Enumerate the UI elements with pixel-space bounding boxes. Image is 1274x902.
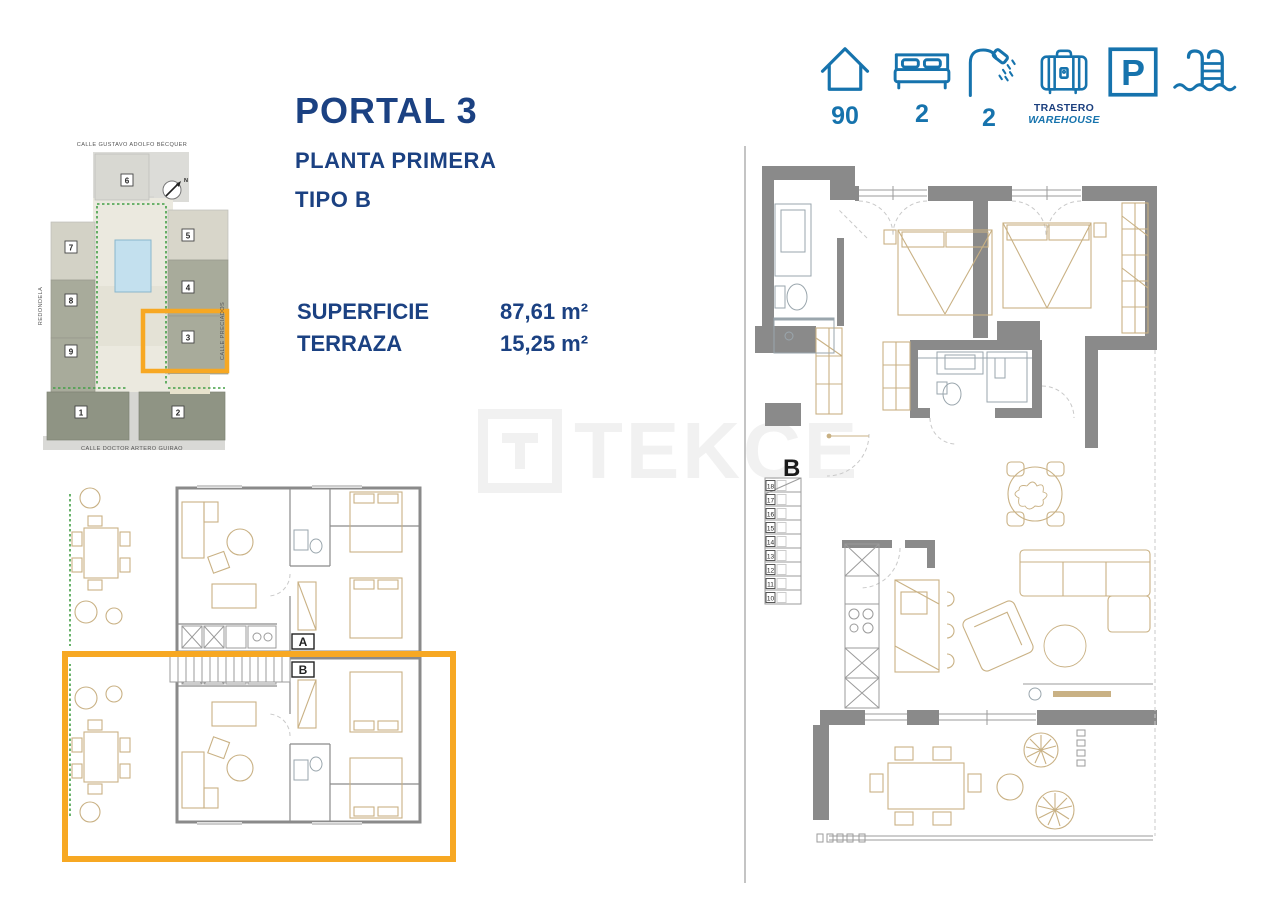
building-number: 4: [186, 284, 191, 293]
step-number: 14: [767, 540, 775, 547]
terrace-ticks: [816, 729, 1086, 843]
unit-label: B: [783, 455, 800, 482]
site-plan-map: N 1 2 3 4 5 6 7 8 9 CALLE GUSTAVO ADOLFO…: [38, 141, 230, 452]
tekce-logo-icon: [478, 409, 562, 493]
bathrooms-value: 2: [982, 104, 996, 132]
step-number: 12: [767, 568, 775, 575]
bedrooms-value: 2: [915, 100, 929, 128]
amenity-pool: [1168, 46, 1244, 96]
type-subtitle: TIPO B: [295, 187, 372, 212]
amenity-area: 90: [814, 42, 876, 131]
warehouse-label: WAREHOUSE: [1028, 114, 1100, 126]
tv-console: [1023, 683, 1153, 701]
site-highlight-box: [140, 308, 230, 374]
superficie-label: SUPERFICIE: [297, 299, 430, 324]
storage-trunk-icon: [1040, 49, 1088, 95]
building-number: 7: [69, 244, 74, 253]
door-swings: [826, 200, 1156, 836]
amenity-bedrooms: 2: [888, 50, 956, 129]
street-left-label: REDONDELA: [38, 287, 44, 325]
detailed-floor-plan: B 18 17 16 15 14 13 12 11 10: [744, 146, 1157, 883]
site-pool: [114, 239, 152, 293]
tekce-watermark: TEKCE: [478, 409, 860, 493]
building-number: 1: [79, 409, 84, 418]
street-right-label: CALLE PRECIADOS: [220, 302, 226, 360]
area-m2-value: 90: [831, 102, 859, 130]
key-plan-stairs: [169, 655, 291, 683]
building-number: 2: [176, 409, 181, 418]
building-number: 5: [186, 232, 191, 241]
building-number: 9: [69, 348, 74, 357]
terrace-plants: [1023, 732, 1075, 830]
kitchen: [844, 543, 955, 709]
entry-door: [826, 433, 869, 439]
unit-a-label: A: [299, 635, 308, 649]
building-number: 3: [186, 334, 191, 343]
floor-subtitle: PLANTA PRIMERA: [295, 148, 497, 173]
amenity-storage: TRASTERO WAREHOUSE: [1016, 48, 1112, 126]
page-title: PORTAL 3: [295, 90, 478, 131]
staircase: 18 17 16 15 14 13 12 11 10: [764, 477, 802, 605]
step-number: 10: [767, 596, 775, 603]
street-bottom-label: CALLE DOCTOR ARTERO GUIRAO: [81, 446, 183, 452]
trastero-label: TRASTERO: [1033, 102, 1095, 114]
unit-b-label: B: [299, 663, 308, 677]
wardrobes: [815, 202, 1149, 415]
key-plan: A B: [62, 484, 456, 862]
title-block: PORTAL 3 PLANTA PRIMERA TIPO B: [295, 90, 496, 213]
bed-icon: [893, 53, 951, 90]
step-number: 17: [767, 498, 775, 505]
building-numbers: 1 2 3 4 5 6 7 8 9: [64, 173, 195, 419]
shower-icon: [968, 48, 1016, 98]
compass-letter: N: [184, 178, 188, 184]
building-number: 8: [69, 297, 74, 306]
amenity-parking: P: [1106, 46, 1160, 98]
area-specs: SUPERFICIE 87,61 m² TERRAZA 15,25 m²: [297, 296, 588, 360]
amenity-bathrooms: 2: [958, 44, 1020, 133]
step-number: 11: [767, 582, 774, 589]
house-icon: [820, 47, 870, 91]
pool-icon: [1173, 49, 1237, 92]
compass-icon: N: [162, 178, 188, 200]
step-number: 15: [767, 526, 775, 533]
living-room-furniture: [962, 549, 1151, 672]
bedroom-furniture: [883, 222, 1107, 316]
terrace: [816, 729, 1086, 843]
step-number: 18: [767, 484, 775, 491]
parking-letter: P: [1121, 53, 1145, 93]
plan-windows: [829, 186, 1153, 841]
step-number: 13: [767, 554, 775, 561]
parking-icon: P: [1108, 47, 1158, 97]
site-buildings: [46, 153, 229, 441]
terraza-row: TERRAZA 15,25 m²: [297, 328, 588, 360]
watermark-text: TEKCE: [574, 406, 861, 495]
terraza-label: TERRAZA: [297, 331, 403, 356]
unit-b-highlight-box: [62, 651, 456, 862]
unit-a-tag: A: [291, 633, 315, 650]
building-number: 6: [125, 177, 130, 186]
superficie-row: SUPERFICIE 87,61 m²: [297, 296, 588, 328]
stair-step-numbers: 18 17 16 15 14 13 12 11 10: [765, 480, 787, 603]
street-top-label: CALLE GUSTAVO ADOLFO BÉCQUER: [77, 141, 187, 148]
site-greenery: [53, 203, 225, 389]
terraza-value: 15,25 m²: [500, 331, 589, 356]
superficie-value: 87,61 m²: [500, 299, 589, 324]
step-number: 16: [767, 512, 775, 519]
unit-b-tag: B: [291, 661, 315, 678]
dining-table: [1006, 461, 1065, 527]
plan-walls: [755, 166, 1157, 820]
bathroom-2: [918, 351, 1032, 406]
bathroom-1: [773, 203, 835, 354]
